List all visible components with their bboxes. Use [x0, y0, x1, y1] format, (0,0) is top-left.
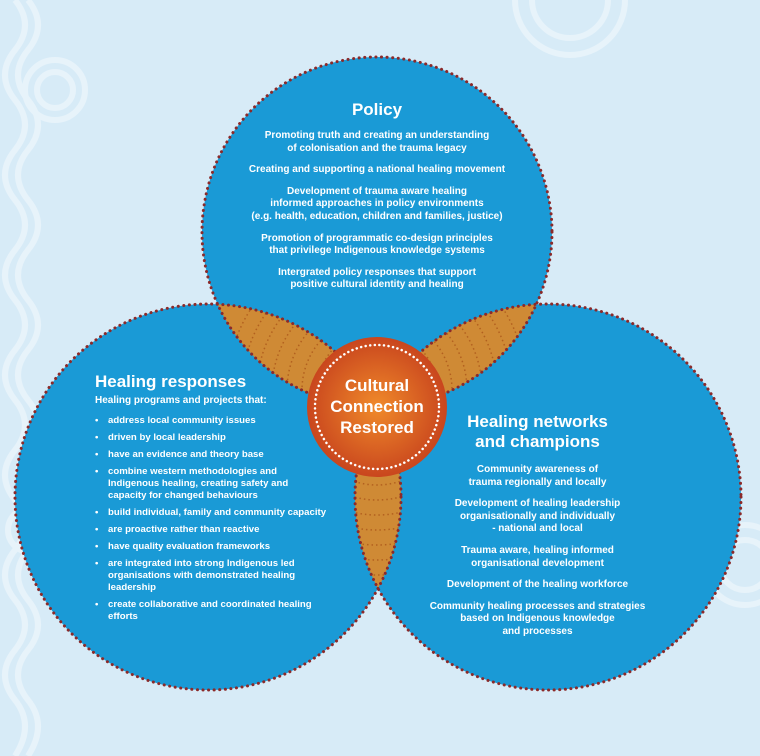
policy-item: Creating and supporting a national heali…	[248, 164, 506, 176]
policy-section: Policy Promoting truth and creating an u…	[207, 100, 547, 301]
healing-responses-list: • address local community issues • driven …	[95, 415, 335, 623]
policy-title: Policy	[351, 100, 403, 119]
healing-networks-item: Community healing processes and strategi…	[429, 600, 646, 637]
list-item-text: have an evidence and theory base	[108, 449, 264, 460]
policy-circle	[202, 57, 552, 407]
list-item-text: are proactive rather than reactive	[108, 524, 260, 535]
list-item-text: address local community issues	[108, 415, 256, 426]
bullet-icon: •	[95, 415, 99, 426]
list-item: • have quality evaluation frameworks	[95, 541, 335, 553]
healing-responses-title: Healing responses	[95, 372, 247, 391]
healing-responses-circle	[15, 304, 401, 690]
list-item: • have an evidence and theory base	[95, 449, 335, 461]
healing-networks-circle-border	[353, 302, 743, 692]
list-item-text: have quality evaluation frameworks	[108, 541, 271, 552]
bullet-icon: •	[95, 558, 99, 569]
healing-responses-section: Healing responses Healing programs and p…	[95, 372, 335, 628]
bullet-icon: •	[95, 599, 99, 610]
list-item: • driven by local leadership	[95, 432, 335, 444]
healing-responses-intro: Healing programs and projects that:	[95, 395, 267, 406]
list-item: • are proactive rather than reactive	[95, 524, 335, 536]
center-circle	[307, 337, 447, 477]
healing-networks-item: Development of the healing workforce	[446, 579, 629, 591]
policy-item: Promoting truth and creating an understa…	[264, 130, 490, 154]
healing-responses-circle-border	[13, 302, 403, 692]
list-item: • are integrated into strong Indigenous l…	[95, 558, 335, 594]
policy-item: Promotion of programmatic co-design prin…	[261, 232, 493, 257]
list-item-text: are integrated into strong Indigenous le…	[108, 558, 296, 593]
bullet-icon: •	[95, 432, 99, 443]
bullet-icon: •	[95, 449, 99, 460]
list-item-text: build individual, family and community c…	[108, 507, 327, 518]
bullet-icon: •	[95, 541, 99, 552]
bullet-icon: •	[95, 466, 99, 477]
bullet-icon: •	[95, 507, 99, 518]
list-item-text: driven by local leadership	[108, 432, 226, 443]
list-item-text: create collaborative and coordinated hea…	[108, 599, 312, 622]
policy-item: Intergrated policy responses that suppor…	[278, 266, 476, 291]
list-item: • build individual, family and community …	[95, 507, 335, 519]
list-item: • create collaborative and coordinated he…	[95, 599, 335, 623]
center-circle-border	[313, 343, 441, 471]
bullet-icon: •	[95, 524, 99, 535]
list-item: • address local community issues	[95, 415, 335, 427]
healing-networks-circle	[355, 304, 741, 690]
